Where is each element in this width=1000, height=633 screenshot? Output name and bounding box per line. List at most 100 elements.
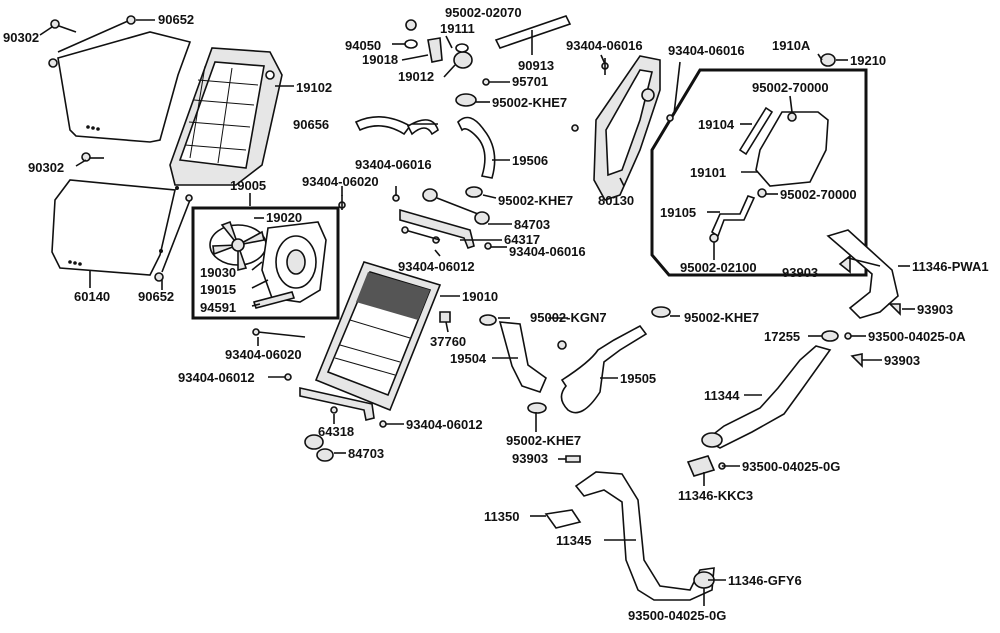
label-93404-06016-d: 93404-06016 xyxy=(509,244,586,259)
hose-90913 xyxy=(494,15,572,49)
radiator-19010 xyxy=(314,261,442,412)
clamp-95002-70000-a xyxy=(787,112,797,122)
label-90652-b: 90652 xyxy=(138,289,174,304)
label-60140: 60140 xyxy=(74,289,110,304)
label-90913: 90913 xyxy=(518,58,554,73)
clamp-95002-KHE7-c xyxy=(651,306,671,318)
label-19005: 19005 xyxy=(230,178,266,193)
label-90652-a: 90652 xyxy=(158,12,194,27)
grommet-84703-lower xyxy=(304,434,334,462)
label-93500-04025-0A: 93500-04025-0A xyxy=(868,329,966,344)
valve-19012 xyxy=(453,43,490,86)
label-93500-04025-0G-a: 93500-04025-0G xyxy=(742,459,840,474)
label-84703-a: 84703 xyxy=(514,217,550,232)
label-19030: 19030 xyxy=(200,265,236,280)
label-94050: 94050 xyxy=(345,38,381,53)
hose-19506 xyxy=(457,116,496,179)
label-80130: 80130 xyxy=(598,193,634,208)
screw-90302-upper xyxy=(50,19,77,33)
label-93903-d: 93903 xyxy=(512,451,548,466)
screw-90652-lower xyxy=(154,194,193,282)
label-93404-06012-b: 93404-06012 xyxy=(178,370,255,385)
label-64317: 64317 xyxy=(504,232,540,247)
reservoir-19101 xyxy=(755,111,829,187)
label-95002-70000-a: 95002-70000 xyxy=(752,80,829,95)
bolt-93903-d xyxy=(565,455,581,463)
grommet-84703-upper xyxy=(422,188,490,225)
fan-motor-housing-19030 xyxy=(261,221,327,303)
fan-shroud-19102 xyxy=(169,47,283,186)
label-1910A: 1910A xyxy=(772,38,811,53)
bracket-64317 xyxy=(399,208,475,249)
bracket-80130 xyxy=(571,55,674,201)
fan-assembly-group-box xyxy=(191,206,340,320)
label-19111: 19111 xyxy=(440,21,475,36)
side-cover-lower xyxy=(51,179,176,276)
label-19506: 19506 xyxy=(512,153,548,168)
label-19105: 19105 xyxy=(660,205,696,220)
label-11346-KKC3: 11346-KKC3 xyxy=(678,488,753,503)
label-93500-04025-0G-b: 93500-04025-0G xyxy=(628,608,726,623)
label-95002-02100: 95002-02100 xyxy=(680,260,757,275)
pipe-11344 xyxy=(704,345,832,449)
fan-19020 xyxy=(209,220,267,272)
label-19102: 19102 xyxy=(296,80,332,95)
label-90656: 90656 xyxy=(293,117,329,132)
label-11346-PWA1: 11346-PWA1 xyxy=(912,259,989,274)
hose-19104 xyxy=(738,106,774,156)
bracket-93903-a xyxy=(838,254,851,274)
label-93903-c: 93903 xyxy=(884,353,920,368)
clamp-95002-02100 xyxy=(709,233,719,243)
screw-90652-upper xyxy=(48,15,136,68)
label-93404-06020-a: 93404-06020 xyxy=(302,174,379,189)
part-labels: 90652 90302 90302 19102 94050 19111 1901… xyxy=(3,5,989,623)
label-17255: 17255 xyxy=(764,329,800,344)
clamp-95002-KHE7-b xyxy=(465,186,483,198)
label-11350: 11350 xyxy=(484,509,519,524)
label-93404-06012-a: 93404-06012 xyxy=(398,259,475,274)
label-19018: 19018 xyxy=(362,52,398,67)
label-19104: 19104 xyxy=(698,117,735,132)
label-94591: 94591 xyxy=(200,300,236,315)
clamp-11350 xyxy=(544,509,582,529)
label-64318: 64318 xyxy=(318,424,354,439)
label-93903-a: 93903 xyxy=(782,265,818,280)
label-93404-06020-b: 93404-06020 xyxy=(225,347,302,362)
label-95002-KHE7-a: 95002-KHE7 xyxy=(492,95,567,110)
hose-19105 xyxy=(710,195,756,238)
label-90302-b: 90302 xyxy=(28,160,64,175)
label-95002-KHE7-c: 95002-KHE7 xyxy=(684,310,759,325)
label-93404-06016-b: 93404-06016 xyxy=(668,43,745,58)
label-95002-KHE7-b: 95002-KHE7 xyxy=(498,193,573,208)
bracket-94591 xyxy=(252,291,296,309)
label-19101: 19101 xyxy=(690,165,726,180)
label-19012: 19012 xyxy=(398,69,434,84)
label-95002-KHE7-d: 95002-KHE7 xyxy=(506,433,581,448)
clamp-95002-KGN7 xyxy=(479,314,497,326)
label-19504: 19504 xyxy=(450,351,487,366)
cap-94050 xyxy=(404,19,418,49)
clamp-95002-70000-b xyxy=(757,188,767,198)
label-95002-KGN7: 95002-KGN7 xyxy=(530,310,607,325)
clamp-17255 xyxy=(821,330,839,342)
bracket-93903-c xyxy=(850,353,863,368)
label-93404-06016-c: 93404-06016 xyxy=(355,157,432,172)
label-19010: 19010 xyxy=(462,289,498,304)
bracket-93903-b xyxy=(888,303,901,316)
label-37760: 37760 xyxy=(430,334,466,349)
label-95701: 95701 xyxy=(512,74,548,89)
bracket-64318 xyxy=(299,387,375,421)
label-19015: 19015 xyxy=(200,282,236,297)
screw-90302-lower xyxy=(81,152,104,162)
label-19505: 19505 xyxy=(620,371,656,386)
pipe-11346-PWA1 xyxy=(826,229,899,319)
hose-19505 xyxy=(560,324,648,414)
clamp-95002-KHE7-a xyxy=(455,93,477,107)
label-95002-02070: 95002-02070 xyxy=(445,5,522,20)
clamp-11346-KKC3 xyxy=(686,455,716,477)
leader-lines xyxy=(39,19,915,606)
label-19210: 19210 xyxy=(850,53,886,68)
label-93404-06012-c: 93404-06012 xyxy=(406,417,483,432)
